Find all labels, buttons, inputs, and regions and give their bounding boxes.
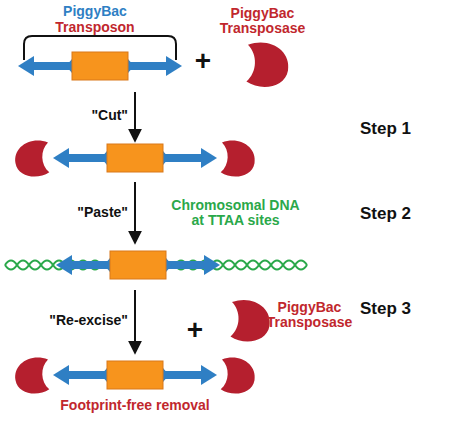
action-label: "Paste": [40, 205, 128, 220]
transposase-blob: [15, 141, 49, 177]
step-label: Step 1: [360, 120, 445, 139]
construct-name: Transposon: [40, 20, 150, 35]
transposase-blob: [231, 300, 270, 342]
step-arrow: [134, 92, 136, 140]
transposon-construct: [56, 251, 220, 279]
action-label: "Re-excise": [22, 313, 128, 328]
plus-sign: +: [188, 46, 218, 77]
enzyme-name: PiggyBac Transposase: [262, 300, 357, 331]
enzyme-name: PiggyBac Transposase: [215, 6, 310, 37]
transposase-blob: [221, 141, 255, 177]
step-label: Step 3: [360, 300, 445, 319]
result-label: Footprint-free removal: [30, 398, 240, 413]
transposase-blob: [246, 43, 288, 87]
transposon-construct: [18, 52, 182, 80]
action-label: "Cut": [60, 108, 128, 123]
transposon-construct: [53, 144, 217, 172]
dna-label: Chromosomal DNA at TTAA sites: [168, 198, 303, 229]
step-arrow: [134, 290, 136, 352]
transposase-blob: [221, 358, 255, 394]
transposon-construct: [53, 361, 217, 389]
plus-sign: +: [180, 315, 210, 346]
step-label: Step 2: [360, 205, 445, 224]
construct-name: PiggyBac: [40, 4, 150, 19]
step-arrow: [134, 182, 136, 242]
transposase-blob: [15, 358, 49, 394]
